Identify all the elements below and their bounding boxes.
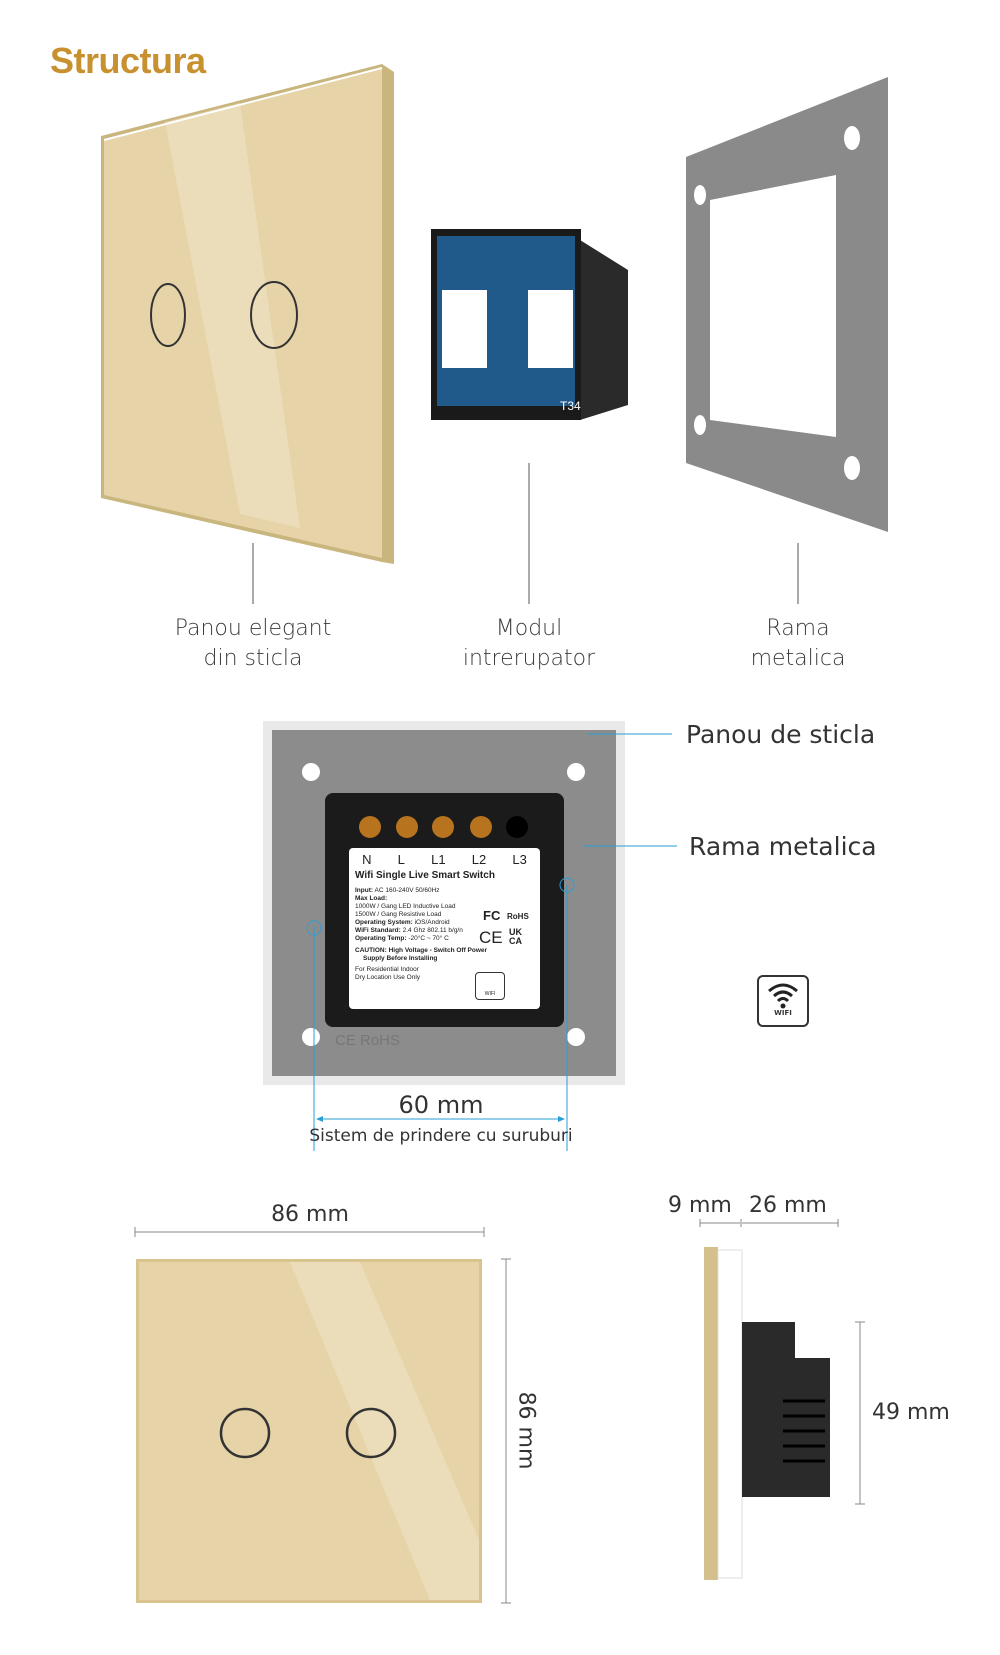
module-spec-label: N L L1 L2 L3 Wifi Single Live Smart Swit… — [349, 848, 540, 1009]
metal-frame-image — [686, 77, 888, 532]
module-depth-dimension: 26 mm — [749, 1193, 827, 1218]
callout-metal-frame: Rama metalica — [689, 832, 877, 861]
ce-mark: CE — [479, 928, 503, 947]
wifi-icon: WIFI — [757, 975, 809, 1027]
touch-button-1-icon — [219, 1407, 271, 1459]
terminal-l3: L3 — [512, 852, 527, 867]
side-profile-image — [704, 1247, 830, 1580]
height-dimension: 86 mm — [513, 1391, 539, 1470]
dimension-drawings — [134, 1219, 865, 1604]
fc-mark: FC — [483, 908, 501, 923]
terminal-n: N — [362, 852, 372, 867]
callout-glass-panel: Panou de sticla — [686, 720, 876, 749]
svg-text:CE RoHS: CE RoHS — [335, 1032, 400, 1049]
terminal-l: L — [397, 852, 405, 867]
touch-button-2-icon — [345, 1407, 397, 1459]
touch-button-2-icon — [250, 281, 298, 349]
front-panel-image — [136, 1259, 482, 1603]
terminal-l2: L2 — [471, 852, 487, 867]
touch-button-1-icon — [150, 283, 186, 347]
rohs-mark: RoHS — [507, 912, 529, 921]
ukca-mark: UK CA — [509, 927, 522, 946]
exploded-view: T34 — [101, 64, 888, 604]
terminal-l1: L1 — [431, 852, 446, 867]
mount-dimension: 60 mm — [398, 1091, 484, 1119]
width-dimension: 86 mm — [271, 1202, 349, 1227]
svg-text:T34: T34 — [560, 399, 581, 413]
product-name: Wifi Single Live Smart Switch — [355, 870, 495, 881]
switch-module-image: T34 — [431, 229, 628, 420]
glass-depth-dimension: 9 mm — [668, 1193, 732, 1218]
page-title: Structura — [50, 40, 206, 81]
glass-panel-image — [101, 64, 394, 564]
module-height-dimension: 49 mm — [872, 1400, 950, 1425]
mount-caption: Sistem de prindere cu suruburi — [309, 1126, 573, 1146]
wifi-badge: WIFI — [475, 972, 505, 1000]
